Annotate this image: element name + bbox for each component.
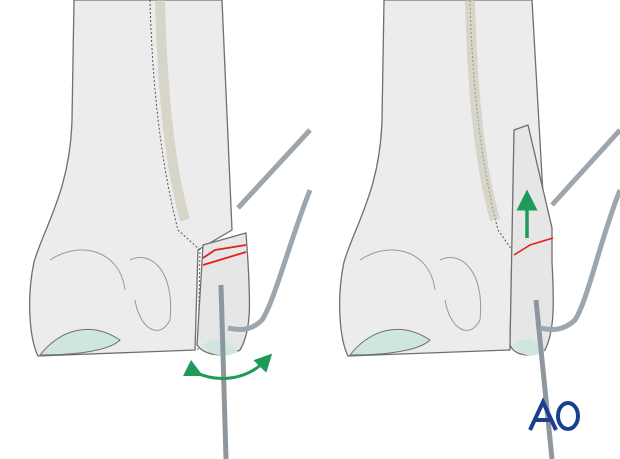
hook-instrument-lower <box>227 189 313 333</box>
reduced-condyle-fragment <box>509 124 554 356</box>
right-panel-femur <box>338 0 620 459</box>
hook-instrument-lower <box>539 189 620 333</box>
hook-instrument-upper <box>236 128 312 210</box>
rotation-double-arrow <box>182 353 273 380</box>
k-wire <box>533 299 555 459</box>
left-panel-femur <box>28 0 313 459</box>
ao-logo <box>528 397 580 431</box>
hook-instrument-upper <box>550 128 620 207</box>
